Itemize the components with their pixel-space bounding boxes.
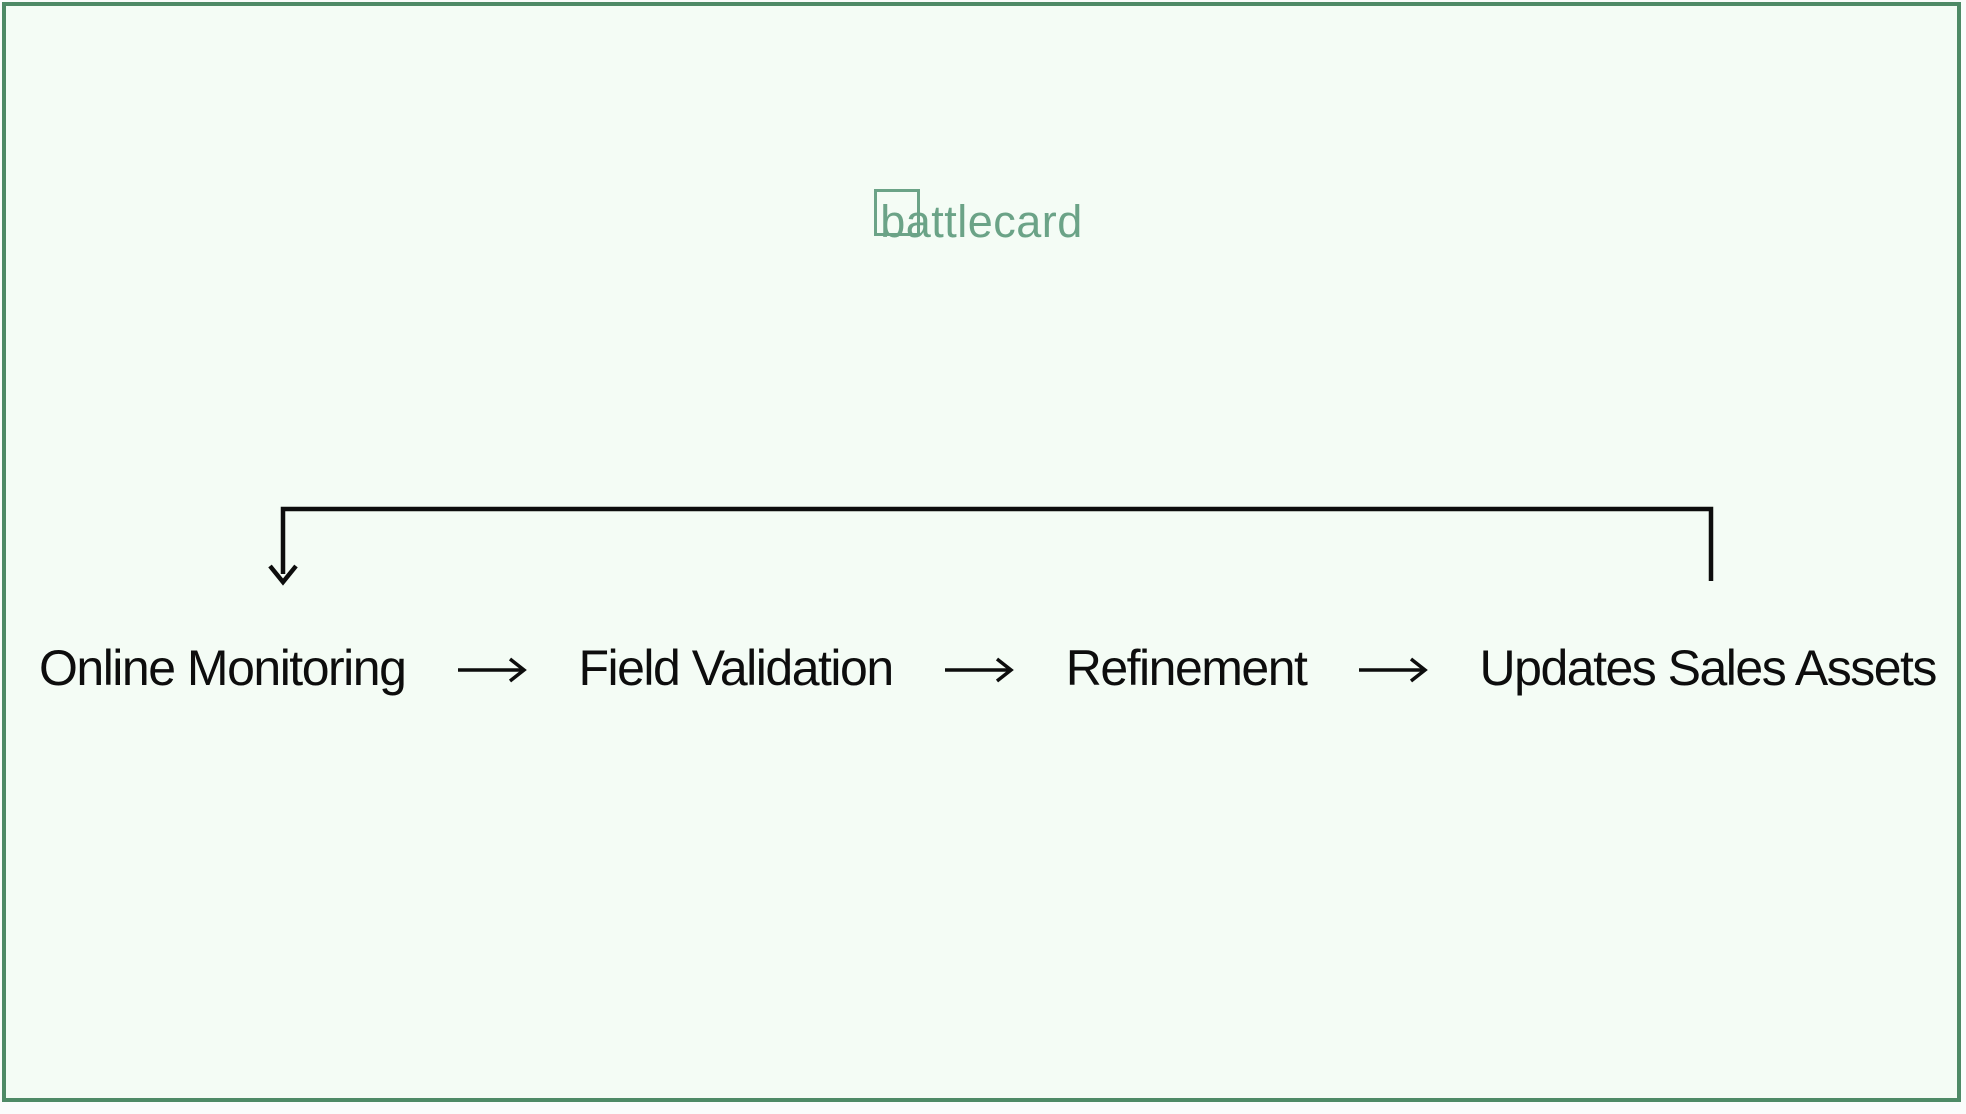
logo-inner: battlecard xyxy=(874,189,1083,247)
right-arrow-icon xyxy=(1358,657,1428,683)
flow-step-field-validation: Field Validation xyxy=(578,640,894,696)
flow-step-refinement: Refinement xyxy=(1065,640,1308,696)
right-arrow-icon xyxy=(945,657,1015,683)
arrow-down-head-icon xyxy=(268,564,298,586)
right-arrow-icon xyxy=(457,657,527,683)
flow-step-updates-sales-assets: Updates Sales Assets xyxy=(1479,640,1938,696)
feedback-loop-arrow xyxy=(268,506,1714,586)
logo: battlecard xyxy=(6,189,1957,247)
logo-square-icon xyxy=(874,189,921,236)
flow-step-online-monitoring: Online Monitoring xyxy=(39,640,407,696)
logo-text: battlecard xyxy=(880,196,1083,247)
process-flow: Online Monitoring Field Validation Refin… xyxy=(39,630,1938,706)
feedback-loop-path xyxy=(280,506,1714,581)
